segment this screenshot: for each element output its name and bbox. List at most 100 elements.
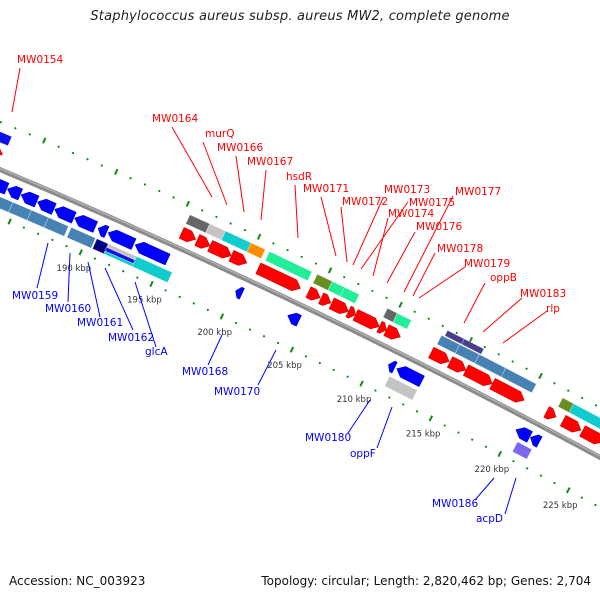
forward-label-leader xyxy=(403,195,454,293)
minor-tick xyxy=(413,310,416,313)
major-tick xyxy=(497,450,503,458)
forward-gene-arrow xyxy=(383,324,401,340)
major-tick xyxy=(78,249,83,256)
forward-gene-arrow xyxy=(328,297,349,315)
minor-tick xyxy=(178,295,181,298)
minor-tick xyxy=(262,335,266,338)
minor-tick xyxy=(553,382,556,385)
minor-tick xyxy=(539,474,542,477)
reverse-gene-arrow xyxy=(54,206,77,224)
tick-label: 200 kbp xyxy=(197,328,232,338)
reverse-gene-label: MW0160 xyxy=(45,303,91,315)
forward-label-leader xyxy=(352,197,384,266)
minor-tick xyxy=(484,445,488,448)
minor-tick xyxy=(526,467,529,470)
tick-label: 225 kbp xyxy=(543,501,578,511)
minor-tick xyxy=(471,438,474,441)
reverse-label-leader xyxy=(376,406,393,449)
minor-tick xyxy=(129,177,132,180)
tick-label: 210 kbp xyxy=(337,395,372,405)
forward-gene-label: MW0167 xyxy=(247,156,293,168)
forward-gene-label: MW0166 xyxy=(217,142,263,154)
minor-tick xyxy=(512,460,515,463)
minor-tick xyxy=(136,276,139,279)
forward-label-leader xyxy=(412,252,436,297)
reverse-gene-arrow xyxy=(388,360,398,374)
reverse-cog-feature xyxy=(384,375,418,401)
forward-gene-arrow xyxy=(345,305,356,319)
minor-tick xyxy=(248,328,252,331)
forward-cog-feature xyxy=(500,367,537,394)
minor-tick xyxy=(374,389,377,392)
forward-gene-arrow xyxy=(305,286,321,301)
minor-tick xyxy=(594,404,598,407)
reverse-gene-arrow xyxy=(134,241,171,266)
minor-tick xyxy=(234,321,238,325)
forward-label-leader xyxy=(11,67,21,113)
minor-tick xyxy=(215,215,218,219)
reverse-label-leader xyxy=(87,261,101,318)
reverse-label-leader xyxy=(207,334,223,366)
reverse-cog-feature xyxy=(511,441,533,460)
forward-gene-arrow xyxy=(543,406,557,420)
accession-text: Accession: NC_003923 xyxy=(9,574,146,588)
forward-gene-label: MW0173 xyxy=(384,184,430,196)
minor-tick xyxy=(143,183,147,186)
forward-cog-feature xyxy=(461,338,485,355)
reverse-gene-label: MW0180 xyxy=(305,432,351,444)
forward-gene-arrow xyxy=(489,377,525,403)
minor-tick xyxy=(71,151,75,155)
reverse-gene-label: MW0170 xyxy=(214,386,260,398)
forward-cog-feature xyxy=(339,286,360,304)
minor-tick xyxy=(581,396,584,400)
minor-tick xyxy=(371,289,374,293)
minor-tick xyxy=(300,255,303,258)
minor-tick xyxy=(164,289,167,292)
forward-gene-label: rlp xyxy=(546,303,560,315)
forward-gene-label: MW0175 xyxy=(409,197,455,209)
forward-gene-label: MW0164 xyxy=(152,113,198,125)
major-tick xyxy=(359,380,364,387)
major-tick xyxy=(42,137,47,144)
minor-tick xyxy=(343,276,346,279)
minor-tick xyxy=(229,222,232,225)
forward-gene-arrow xyxy=(428,346,450,365)
forward-gene-arrow xyxy=(228,249,248,266)
forward-gene-label: MW0179 xyxy=(464,258,510,270)
reverse-gene-label: MW0162 xyxy=(108,332,154,344)
forward-gene-label: MW0174 xyxy=(388,208,434,220)
major-tick xyxy=(7,218,12,225)
reverse-label-leader xyxy=(474,477,495,501)
minor-tick xyxy=(388,396,391,399)
forward-label-leader xyxy=(418,266,466,299)
minor-tick xyxy=(318,362,321,365)
reverse-label-leader xyxy=(504,477,517,515)
forward-gene-arrow xyxy=(352,309,380,330)
reverse-gene-arrow xyxy=(396,366,425,388)
minor-tick xyxy=(385,296,388,299)
forward-gene-label: MW0154 xyxy=(17,54,63,66)
reverse-gene-arrow xyxy=(107,229,137,250)
forward-gene-arrow xyxy=(207,240,232,259)
forward-gene-arrow xyxy=(559,414,582,433)
major-tick xyxy=(538,372,543,380)
minor-tick xyxy=(243,228,247,232)
reverse-gene-label: oppF xyxy=(350,448,376,460)
forward-gene-label: MW0178 xyxy=(437,243,483,255)
forward-gene-label: murQ xyxy=(205,128,234,140)
forward-label-leader xyxy=(260,169,267,221)
reverse-label-leader xyxy=(347,399,371,434)
minor-tick xyxy=(107,263,111,267)
forward-gene-arrow xyxy=(462,364,493,387)
minor-tick xyxy=(346,375,349,378)
reverse-gene-arrow xyxy=(74,215,99,233)
forward-label-leader xyxy=(386,231,416,284)
minor-tick xyxy=(286,248,289,252)
reverse-gene-arrow xyxy=(235,286,245,300)
minor-tick xyxy=(580,496,583,499)
major-tick xyxy=(327,267,333,274)
genome-summary-text: Topology: circular; Length: 2,820,462 bp… xyxy=(261,574,591,588)
major-tick xyxy=(398,301,403,308)
minor-tick xyxy=(497,353,500,356)
